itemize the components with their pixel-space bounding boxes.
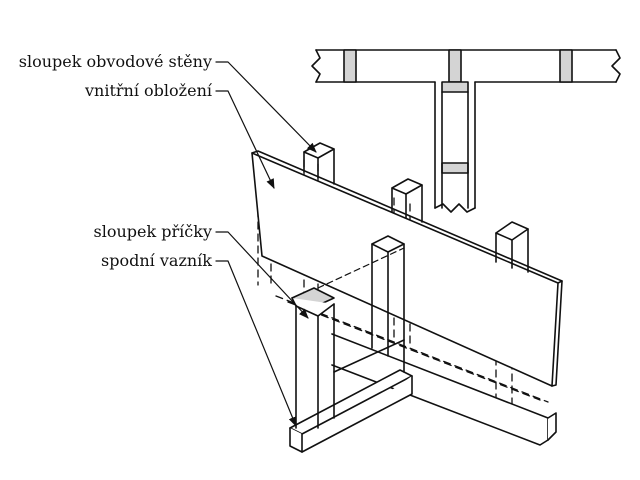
partition-bottom-plate <box>289 369 413 453</box>
label-bottom-plate: spodní vazník <box>101 251 212 270</box>
leader-lines <box>215 61 317 427</box>
plan-stud <box>441 81 469 93</box>
leader-exterior-stud <box>215 61 317 153</box>
label-exterior-wall-stud: sloupek obvodové stěny <box>18 52 212 71</box>
partition-stud-front <box>291 287 335 429</box>
leader-partition-stud <box>215 231 309 319</box>
partition-bottom <box>333 339 405 373</box>
label-partition-stud: sloupek příčky <box>93 222 212 241</box>
plan-break-left <box>311 49 321 83</box>
plan-view-inset <box>311 49 621 213</box>
plan-partition <box>434 81 476 209</box>
plan-partition-break <box>434 203 476 213</box>
label-interior-sheathing: vnitřní obložení <box>85 81 212 100</box>
plan-break-right <box>611 49 621 83</box>
plan-stud <box>441 162 469 174</box>
sheathing-edge <box>251 150 563 284</box>
plan-partition-inner <box>441 91 469 209</box>
exterior-stud-3 <box>495 221 529 273</box>
plan-stud <box>343 49 357 83</box>
isometric-framing <box>251 142 563 453</box>
plan-stud <box>559 49 573 83</box>
leader-bottom-plate <box>215 260 297 427</box>
leader-interior-sheathing <box>215 90 275 189</box>
plan-stud <box>448 49 462 83</box>
exterior-stud-2 <box>391 178 423 223</box>
partition-stud-back <box>371 235 405 373</box>
sheathing-edge-right <box>551 280 563 387</box>
partition-connection <box>317 247 405 289</box>
